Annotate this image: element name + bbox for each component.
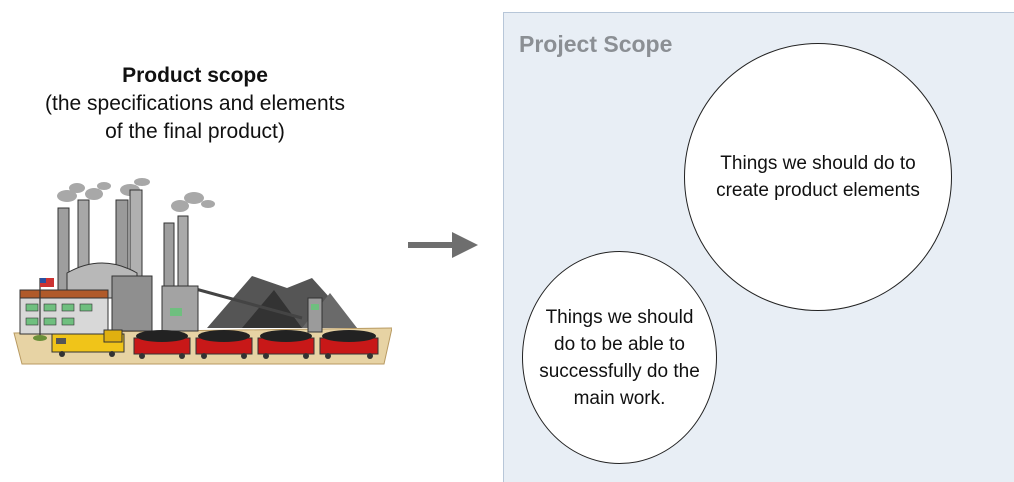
right-arrow-icon [408, 232, 478, 258]
product-scope-heading: Product scope [122, 64, 268, 87]
supporting-work-text: Things we should do to be able to succes… [539, 306, 700, 409]
product-elements-circle: Things we should do to create product el… [684, 43, 952, 311]
product-scope-subtitle-line1: (the specifications and elements [45, 92, 345, 115]
product-scope-caption: Product scope (the specifications and el… [0, 62, 390, 146]
supporting-work-circle: Things we should do to be able to succes… [522, 251, 717, 464]
factory-illustration [13, 178, 392, 365]
product-elements-text: Things we should do to create product el… [716, 153, 920, 201]
project-scope-panel: Project Scope Things we should do to cre… [503, 12, 1014, 482]
project-scope-title: Project Scope [519, 31, 673, 57]
product-scope-subtitle-line2: of the final product) [105, 120, 285, 143]
